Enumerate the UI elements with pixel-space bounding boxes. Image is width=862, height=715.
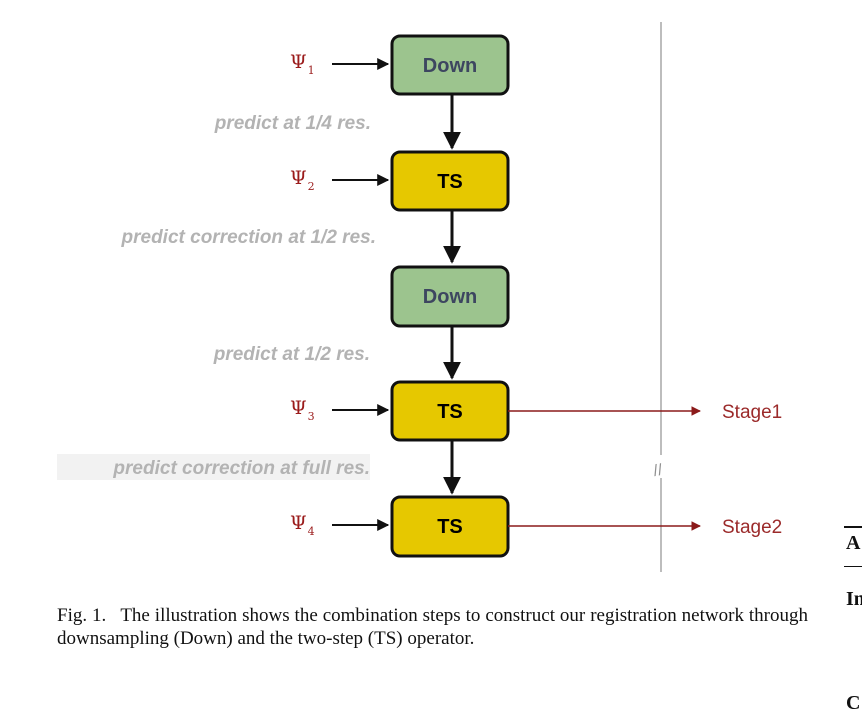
psi-sub-1: 1 — [308, 64, 315, 77]
note-3: predict at 1/2 res. — [213, 344, 370, 365]
psi-sub-2: 2 — [308, 180, 315, 193]
side-column-heading-in: In — [846, 588, 862, 610]
caption-label: Fig. 1. — [57, 605, 107, 626]
side-column-rule-top — [844, 526, 862, 528]
psi-input-4: Ψ4 — [290, 512, 315, 538]
note-1: predict at 1/4 res. — [214, 113, 371, 134]
figure-caption: Fig. 1.The illustration shows the combin… — [57, 604, 808, 650]
box-ts-2-label: TS — [437, 401, 463, 423]
box-down-1-shape — [390, 34, 510, 96]
box-down-1: Down — [390, 34, 510, 96]
note-4: predict correction at full res. — [112, 458, 370, 479]
psi-input-2: Ψ2 — [290, 167, 315, 193]
psi-symbol-1: Ψ — [290, 51, 307, 73]
note-4-highlight — [57, 454, 370, 480]
psi-symbol-3: Ψ — [290, 397, 307, 419]
box-ts-1-label: TS — [437, 171, 463, 193]
stage-label-1: Stage1 — [722, 402, 782, 423]
box-down-2: Down — [390, 265, 510, 328]
psi-symbol-4: Ψ — [290, 512, 307, 534]
psi-input-1: Ψ1 — [290, 51, 315, 77]
box-ts-1: TS — [390, 150, 510, 212]
box-down-2-shape — [390, 265, 510, 328]
psi-symbol-2: Ψ — [290, 167, 307, 189]
stage-label-2: Stage2 — [722, 517, 782, 538]
box-down-2-label: Down — [423, 286, 477, 308]
note-2: predict correction at 1/2 res. — [121, 227, 377, 248]
box-ts-3: TS — [390, 495, 510, 558]
psi-sub-3: 3 — [308, 410, 315, 423]
caption-text: The illustration shows the combination s… — [57, 605, 808, 649]
side-column-rule-mid — [844, 566, 862, 567]
box-down-1-label: Down — [423, 55, 477, 77]
psi-sub-4: 4 — [308, 525, 315, 538]
box-ts-3-label: TS — [437, 516, 463, 538]
psi-input-3: Ψ3 — [290, 397, 315, 423]
side-column-heading-a: A — [846, 532, 861, 554]
break-mark: // — [652, 462, 664, 480]
side-column-heading-c: C — [846, 692, 861, 714]
box-ts-2: TS — [390, 380, 510, 442]
box-ts-1-shape — [390, 150, 510, 212]
